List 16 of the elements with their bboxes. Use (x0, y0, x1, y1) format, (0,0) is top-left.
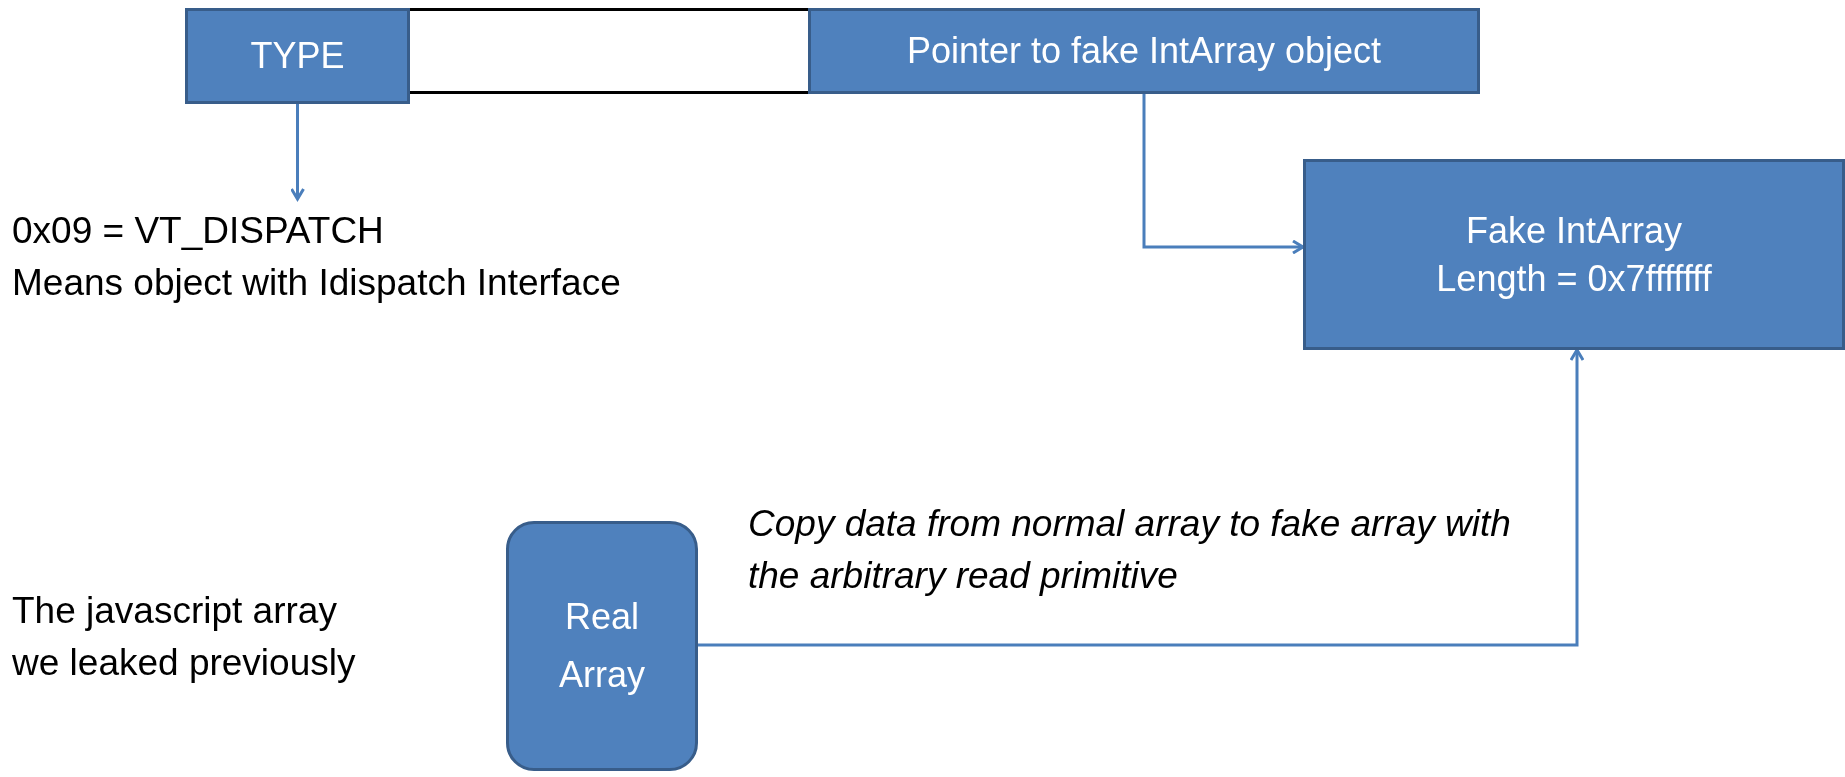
note-text: The javascript array we leaked previously (12, 589, 357, 685)
box-label: Real Array (558, 595, 646, 697)
box-label: Fake IntArray (1464, 208, 1684, 253)
fake-array-box (1303, 159, 1845, 350)
description-text: Means object with Idispatch Interface (12, 261, 621, 305)
connector-arrow (698, 348, 1585, 647)
edge-label: Copy data from normal array to fake array with the arbitrary read primitive (748, 502, 1512, 598)
connector-arrow (1142, 94, 1305, 255)
type-field-box (185, 8, 410, 104)
box-label: Pointer to fake IntArray object (905, 29, 1383, 73)
pointer-field-box (808, 8, 1480, 94)
connector-arrow (290, 104, 305, 201)
description-text: 0x09 = VT_DISPATCH (12, 209, 384, 253)
box-label: Length = 0x7fffffff (1435, 256, 1713, 301)
box-label: TYPE (249, 34, 346, 78)
real-array-box (506, 521, 698, 771)
